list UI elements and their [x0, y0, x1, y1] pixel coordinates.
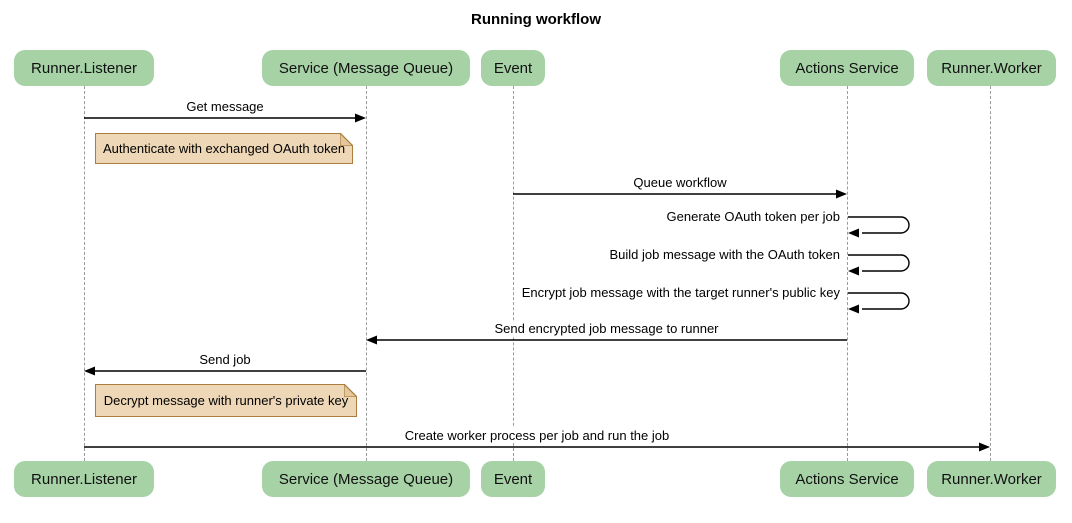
arrow-get-message — [84, 113, 366, 123]
participant-actions-service-bottom: Actions Service — [780, 461, 914, 497]
lifeline-runner-worker — [990, 86, 991, 461]
participant-runner-worker-bottom: Runner.Worker — [927, 461, 1056, 497]
note-authenticate-oauth: Authenticate with exchanged OAuth token — [95, 132, 354, 164]
note-fold-icon — [340, 132, 354, 146]
arrow-send-encrypted-job-message — [366, 335, 847, 345]
message-label-queue-workflow: Queue workflow — [513, 175, 847, 191]
message-label-build-job-message: Build job message with the OAuth token — [393, 247, 843, 263]
message-label-encrypt-job-message: Encrypt job message with the target runn… — [393, 285, 843, 301]
message-label-send-encrypted-job-message: Send encrypted job message to runner — [366, 321, 847, 337]
lifeline-runner-listener — [84, 86, 85, 461]
lifeline-service-message-queue — [366, 86, 367, 461]
lifeline-event — [513, 86, 514, 461]
arrow-self-build-job-message — [848, 254, 910, 276]
message-label-create-worker-process: Create worker process per job and run th… — [84, 428, 990, 444]
lifeline-actions-service — [847, 86, 848, 461]
message-label-get-message: Get message — [84, 99, 366, 115]
note-decrypt-private-key: Decrypt message with runner's private ke… — [95, 383, 358, 417]
message-label-send-job: Send job — [84, 352, 366, 368]
arrow-create-worker-process — [84, 442, 990, 452]
participant-runner-listener-top: Runner.Listener — [14, 50, 154, 86]
participant-service-message-queue-bottom: Service (Message Queue) — [262, 461, 470, 497]
note-fold-icon — [344, 383, 358, 397]
participant-actions-service-top: Actions Service — [780, 50, 914, 86]
participant-service-message-queue-top: Service (Message Queue) — [262, 50, 470, 86]
participant-runner-listener-bottom: Runner.Listener — [14, 461, 154, 497]
arrow-send-job — [84, 366, 366, 376]
arrow-self-generate-oauth-token — [848, 216, 910, 238]
diagram-title: Running workflow — [471, 11, 601, 28]
participant-event-top: Event — [481, 50, 545, 86]
participant-event-bottom: Event — [481, 461, 545, 497]
arrow-queue-workflow — [513, 189, 847, 199]
arrow-self-encrypt-job-message — [848, 292, 910, 314]
participant-runner-worker-top: Runner.Worker — [927, 50, 1056, 86]
message-label-generate-oauth-token: Generate OAuth token per job — [393, 209, 843, 225]
